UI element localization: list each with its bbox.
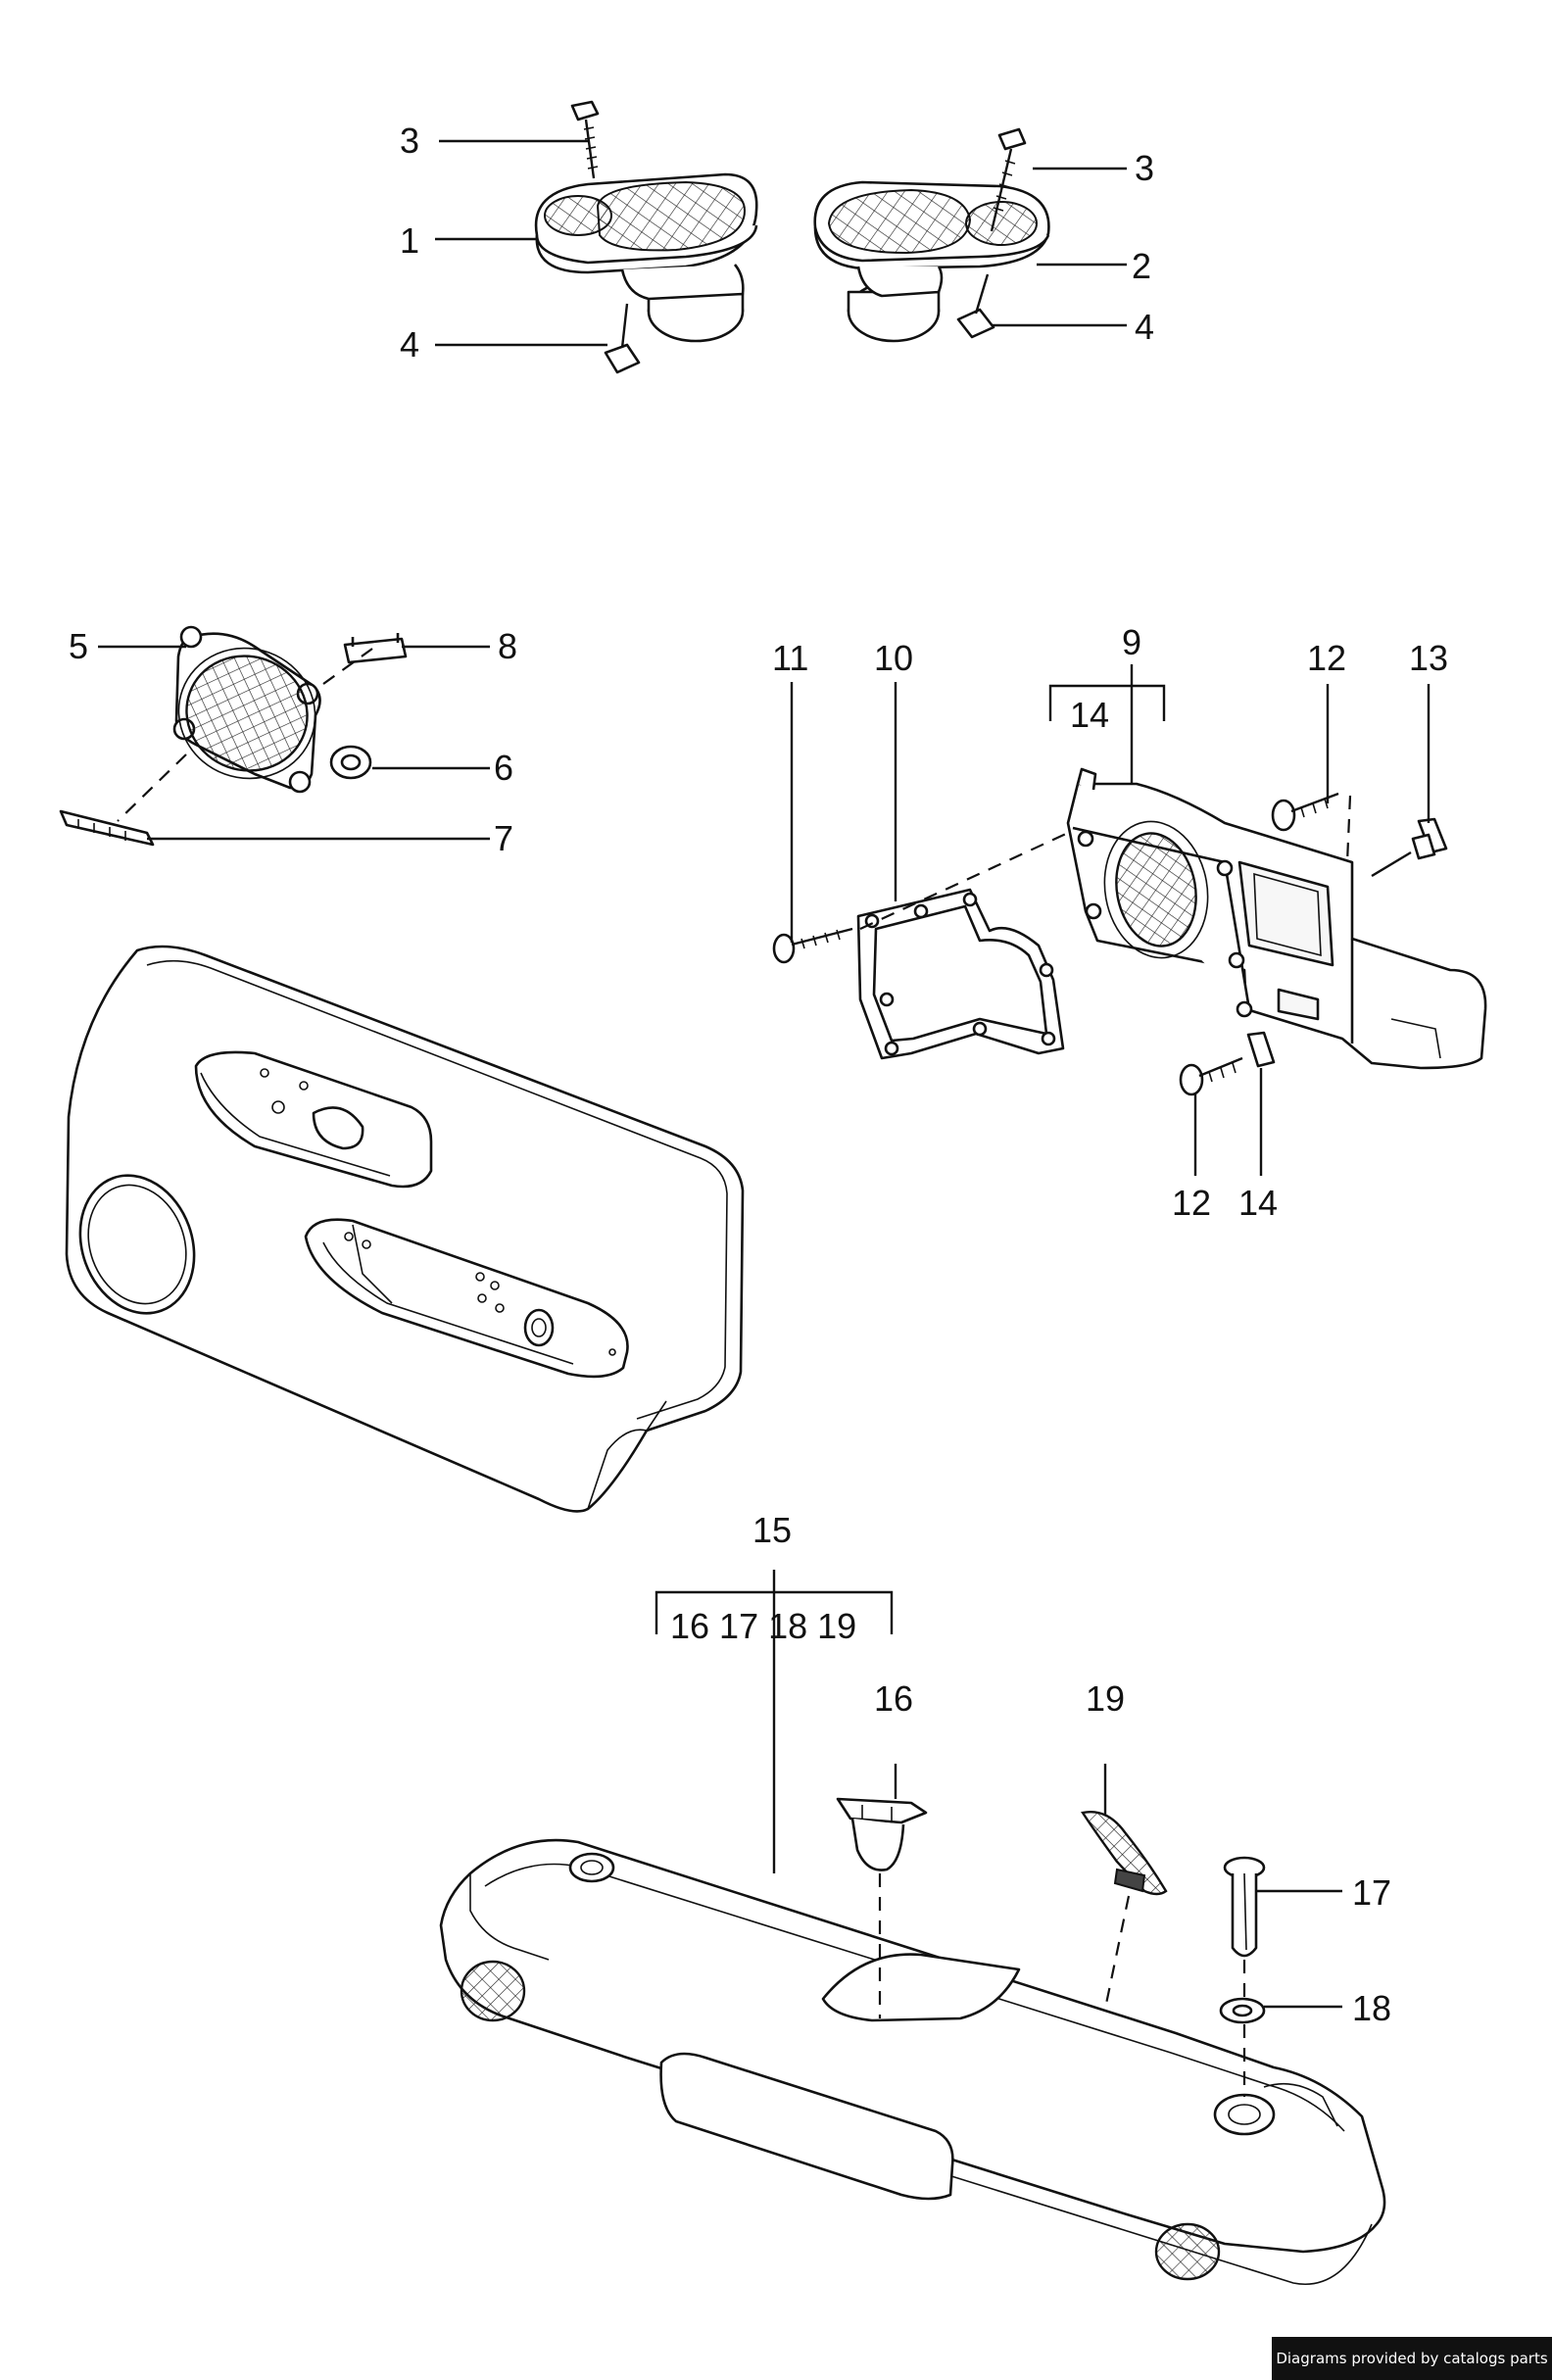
callout-15-sub: 16 17 18 19 xyxy=(670,1606,856,1646)
gasket-part-10 xyxy=(856,888,1065,1060)
callout-16: 16 xyxy=(874,1678,913,1719)
tweeter-part-5 xyxy=(172,625,321,794)
clip-part-13 xyxy=(1411,817,1448,860)
screw-part-12-bottom xyxy=(1179,1056,1243,1096)
callout-17: 17 xyxy=(1352,1872,1391,1913)
speaker-right-part-2 xyxy=(813,180,1050,343)
washer-part-6 xyxy=(329,745,372,780)
callout-13: 13 xyxy=(1409,638,1448,678)
grille-part-19 xyxy=(1081,1811,1168,1896)
bolt-part-17 xyxy=(1223,1856,1266,1958)
callout-7: 7 xyxy=(494,818,513,858)
callout-10: 10 xyxy=(874,638,913,678)
callout-18: 18 xyxy=(1352,1988,1391,2028)
nut-part-4-left xyxy=(604,303,641,374)
callout-6: 6 xyxy=(494,748,513,788)
callout-4-right: 4 xyxy=(1135,307,1154,347)
credit-banner: Diagrams provided by catalogs parts xyxy=(1272,2337,1552,2380)
door-panel xyxy=(65,945,745,1513)
callout-15: 15 xyxy=(752,1510,792,1550)
screw-part-12-top xyxy=(1271,792,1339,832)
callout-9: 9 xyxy=(1122,622,1141,662)
callout-14: 14 xyxy=(1238,1183,1278,1223)
rear-panel-part-15 xyxy=(439,1838,1386,2285)
callout-12-top: 12 xyxy=(1307,638,1346,678)
screw-part-3-right xyxy=(990,127,1027,232)
screw-part-11 xyxy=(772,927,853,964)
callout-8: 8 xyxy=(498,626,517,666)
callout-2: 2 xyxy=(1132,246,1151,286)
callout-1: 1 xyxy=(400,220,419,261)
callout-19: 19 xyxy=(1086,1678,1125,1719)
speaker-box-part-9 xyxy=(1066,767,1487,1070)
callout-9-sub-14: 14 xyxy=(1070,695,1109,735)
clip-part-8 xyxy=(343,633,408,664)
callout-12-bottom: 12 xyxy=(1172,1183,1211,1223)
cap-part-16 xyxy=(836,1797,928,1871)
washer-part-18 xyxy=(1219,1997,1266,2024)
nut-part-4-right xyxy=(956,273,995,339)
callout-3-left: 3 xyxy=(400,121,419,161)
callout-4-left: 4 xyxy=(400,324,419,364)
callout-11: 11 xyxy=(772,638,808,678)
speaker-left-part-1 xyxy=(534,172,758,343)
strip-part-7 xyxy=(59,809,155,847)
clip-part-14 xyxy=(1246,1031,1276,1068)
callout-3-right: 3 xyxy=(1135,148,1154,188)
screw-part-3-left xyxy=(570,100,600,179)
callout-5: 5 xyxy=(69,626,88,666)
